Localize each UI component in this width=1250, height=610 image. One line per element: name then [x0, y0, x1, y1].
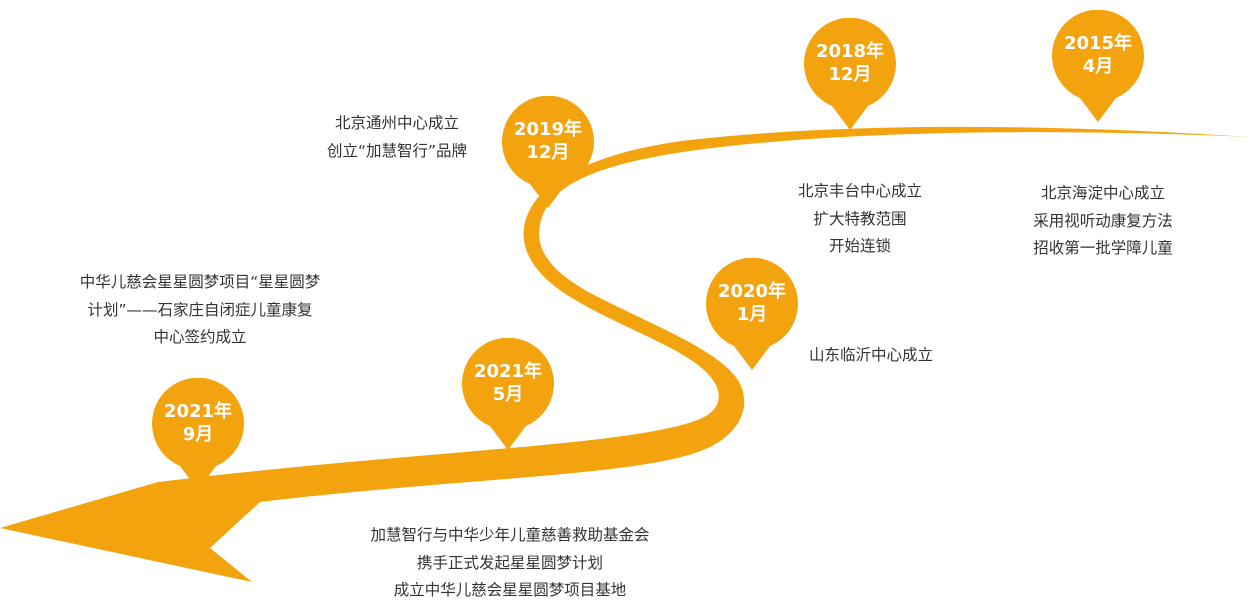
- road-body: [0, 126, 1250, 582]
- description-line: 中华儿慈会星星圆梦项目“星星圆梦: [79, 273, 321, 291]
- milestone-month: 4月: [1082, 56, 1114, 77]
- milestone-pin-2021-09: 2021年 9月: [148, 378, 248, 490]
- description-line: 招收第一批学障儿童: [1033, 239, 1173, 257]
- milestone-month: 12月: [526, 142, 570, 163]
- pin-icon: [706, 258, 798, 370]
- description-line: 加慧智行与中华少年儿童慈善救助基金会: [370, 526, 650, 544]
- milestone-description-2018-12: 北京丰台中心成立 扩大特教范围 开始连锁: [760, 178, 960, 261]
- milestone-description-2021-09: 中华儿慈会星星圆梦项目“星星圆梦 计划”——石家庄自闭症儿童康复 中心签约成立: [48, 269, 352, 352]
- description-line: 扩大特教范围: [813, 209, 907, 228]
- milestone-month: 1月: [736, 304, 768, 325]
- milestone-pin-2018-12: 2018年 12月: [800, 18, 900, 130]
- milestone-description-2020-01: 山东临沂中心成立: [786, 342, 956, 370]
- pin-icon: [152, 378, 244, 490]
- milestone-date: 2015年 4月: [1048, 32, 1148, 78]
- pin-icon: [502, 96, 594, 208]
- description-line: 创立“加慧智行”品牌: [326, 141, 468, 160]
- milestone-pin-2020-01: 2020年 1月: [702, 258, 802, 370]
- milestone-date: 2018年 12月: [800, 40, 900, 86]
- pin-icon: [1052, 10, 1144, 122]
- description-line: 采用视听动康复方法: [1033, 211, 1173, 230]
- description-line: 中心签约成立: [153, 328, 247, 346]
- description-line: 开始连锁: [828, 237, 891, 255]
- description-line: 山东临沂中心成立: [808, 346, 933, 364]
- milestone-year: 2021年: [473, 361, 543, 382]
- milestone-date: 2021年 5月: [458, 360, 558, 406]
- milestone-year: 2019年: [513, 119, 583, 140]
- milestone-month: 12月: [828, 64, 872, 85]
- milestone-year: 2015年: [1063, 33, 1133, 54]
- pin-icon: [462, 338, 554, 450]
- milestone-pin-2021-05: 2021年 5月: [458, 338, 558, 450]
- description-line: 携手正式发起星星圆梦计划: [416, 553, 603, 572]
- description-line: 北京丰台中心成立: [797, 182, 922, 200]
- milestone-description-2019-12: 北京通州中心成立 创立“加慧智行”品牌: [292, 110, 502, 165]
- milestone-pin-2019-12: 2019年 12月: [498, 96, 598, 208]
- milestone-description-2015-04: 北京海淀中心成立 采用视听动康复方法 招收第一批学障儿童: [1003, 180, 1203, 263]
- description-line: 北京海淀中心成立: [1040, 184, 1165, 202]
- milestone-year: 2020年: [717, 281, 787, 302]
- milestone-month: 5月: [492, 384, 524, 405]
- milestone-month: 9月: [182, 424, 214, 445]
- milestone-year: 2021年: [163, 401, 233, 422]
- milestone-date: 2021年 9月: [148, 400, 248, 446]
- description-line: 计划”——石家庄自闭症儿童康复: [87, 300, 313, 319]
- pin-icon: [804, 18, 896, 130]
- milestone-date: 2020年 1月: [702, 280, 802, 326]
- description-line: 成立中华儿慈会星星圆梦项目基地: [393, 581, 627, 599]
- milestone-date: 2019年 12月: [498, 118, 598, 164]
- milestone-description-2021-05: 加慧智行与中华少年儿童慈善救助基金会 携手正式发起星星圆梦计划 成立中华儿慈会星…: [340, 522, 680, 605]
- description-line: 北京通州中心成立: [334, 114, 459, 132]
- milestone-pin-2015-04: 2015年 4月: [1048, 10, 1148, 122]
- milestone-year: 2018年: [815, 41, 885, 62]
